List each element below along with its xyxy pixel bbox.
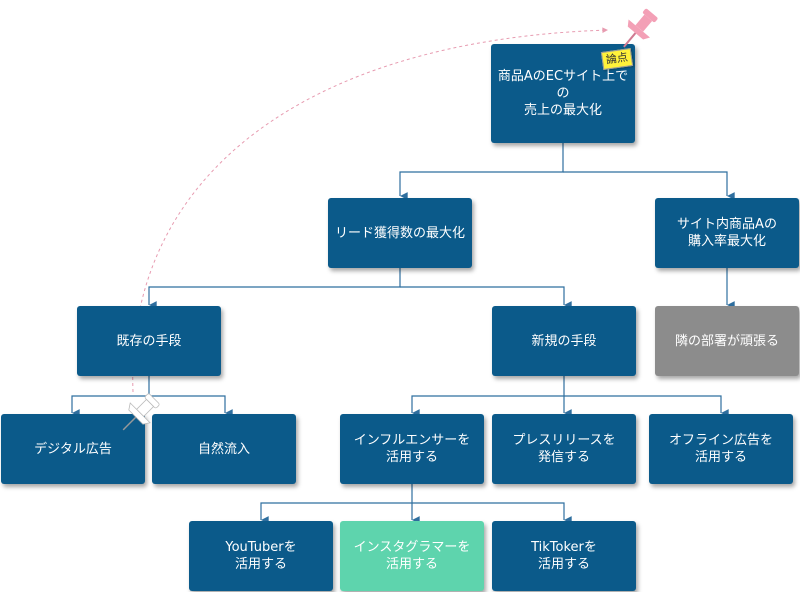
node-other-dept[interactable]: 隣の部署が頑張る [655,306,799,376]
node-existing[interactable]: 既存の手段 [77,306,221,376]
node-lead[interactable]: リード獲得数の最大化 [328,198,472,268]
node-organic[interactable]: 自然流入 [152,414,296,484]
node-offline[interactable]: オフライン広告を活用する [649,414,793,484]
node-influencer[interactable]: インフルエンサーを活用する [340,414,484,484]
node-press[interactable]: プレスリリースを発信する [492,414,636,484]
node-digital-ads[interactable]: デジタル広告 [1,414,145,484]
pushpin-icon [122,393,160,431]
pushpin-icon [623,8,658,48]
node-tiktoker[interactable]: TikTokerを活用する [492,521,636,591]
node-conversion[interactable]: サイト内商品Aの購入率最大化 [655,198,799,268]
node-youtuber[interactable]: YouTuberを活用する [189,521,333,591]
node-instagrammer[interactable]: インスタグラマーを活用する [340,521,484,591]
dashed-curve [132,27,609,393]
node-new[interactable]: 新規の手段 [492,306,636,376]
